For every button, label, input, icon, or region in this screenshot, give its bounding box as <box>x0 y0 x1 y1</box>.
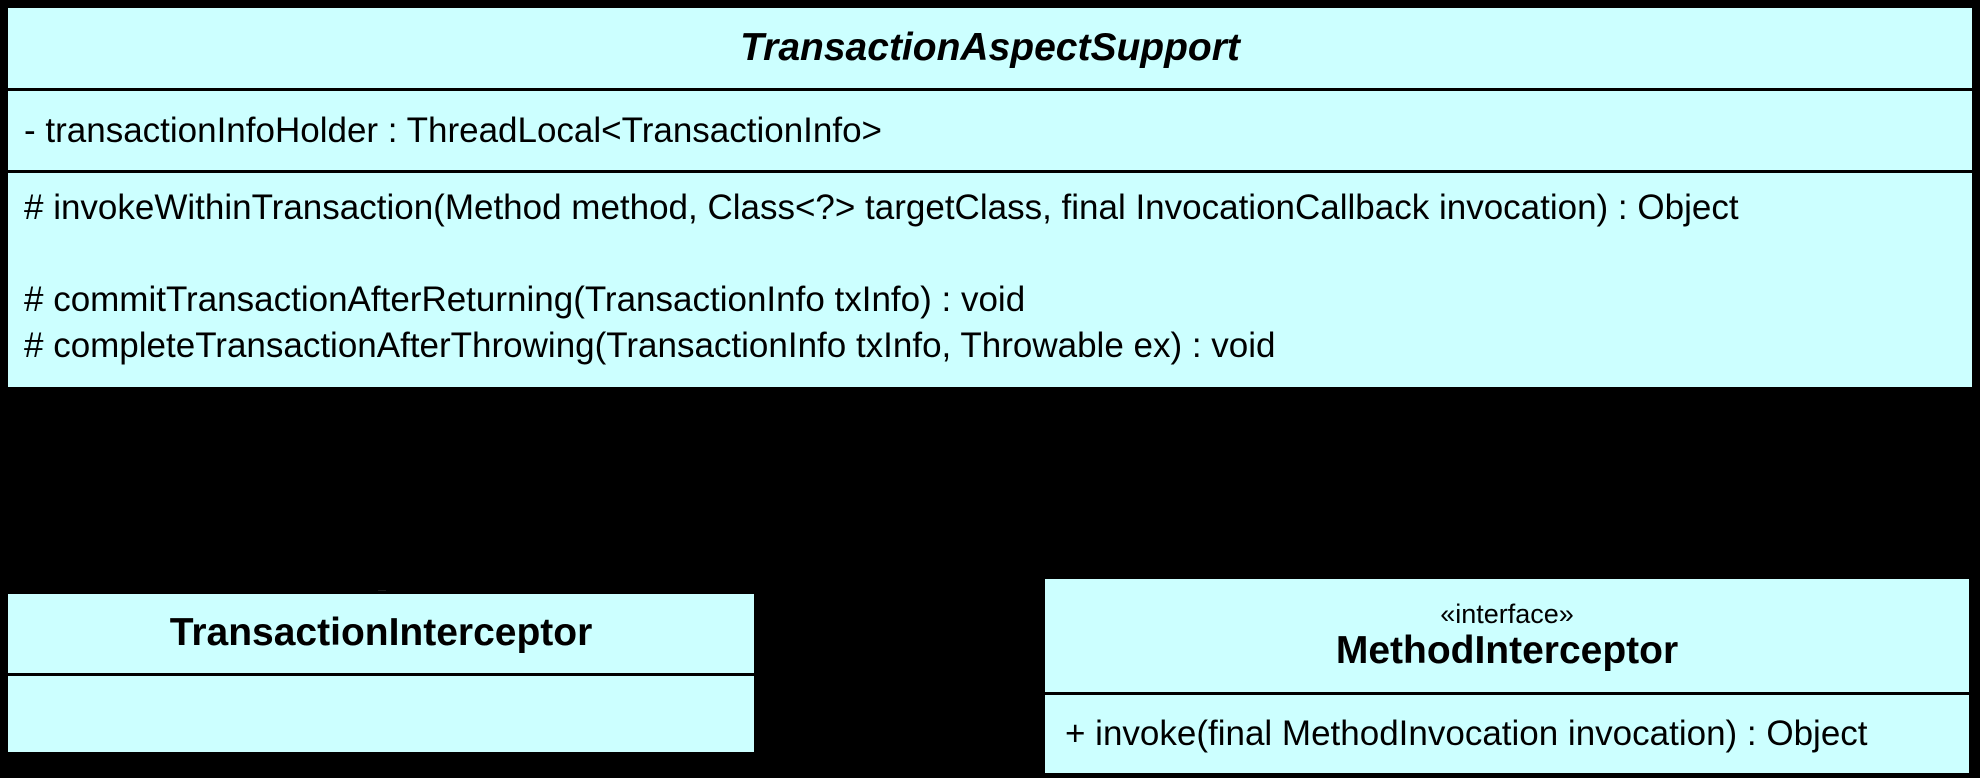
interface-stereotype-label: «interface» <box>1440 598 1574 629</box>
empty-members-compartment <box>8 676 754 755</box>
methods-compartment: + invoke(final MethodInvocation invocati… <box>1045 695 1969 773</box>
class-box-transaction-interceptor: TransactionInterceptor <box>5 591 757 755</box>
class-name-transaction-aspect-support: TransactionAspectSupport <box>740 25 1240 69</box>
class-box-transaction-aspect-support: TransactionAspectSupport - transactionIn… <box>5 5 1975 390</box>
method-spacer-line <box>24 231 1956 277</box>
attribute-transaction-info-holder: - transactionInfoHolder : ThreadLocal<Tr… <box>24 110 882 150</box>
method-commit-transaction-after-returning: # commitTransactionAfterReturning(Transa… <box>24 280 1026 319</box>
class-title-compartment: TransactionInterceptor <box>8 594 754 676</box>
class-name-method-interceptor: MethodInterceptor <box>1335 629 1679 673</box>
class-box-method-interceptor: «interface» MethodInterceptor + invoke(f… <box>1042 576 1972 776</box>
methods-compartment: # invokeWithinTransaction(Method method,… <box>8 173 1972 369</box>
method-invoke: + invoke(final MethodInvocation invocati… <box>1065 714 1868 753</box>
class-name-transaction-interceptor: TransactionInterceptor <box>169 611 593 655</box>
class-title-compartment: «interface» MethodInterceptor <box>1045 579 1969 695</box>
attributes-compartment: - transactionInfoHolder : ThreadLocal<Tr… <box>8 91 1972 173</box>
method-invoke-within-transaction: # invokeWithinTransaction(Method method,… <box>24 188 1739 227</box>
method-complete-transaction-after-throwing: # completeTransactionAfterThrowing(Trans… <box>24 326 1276 365</box>
class-title-compartment: TransactionAspectSupport <box>8 8 1972 91</box>
